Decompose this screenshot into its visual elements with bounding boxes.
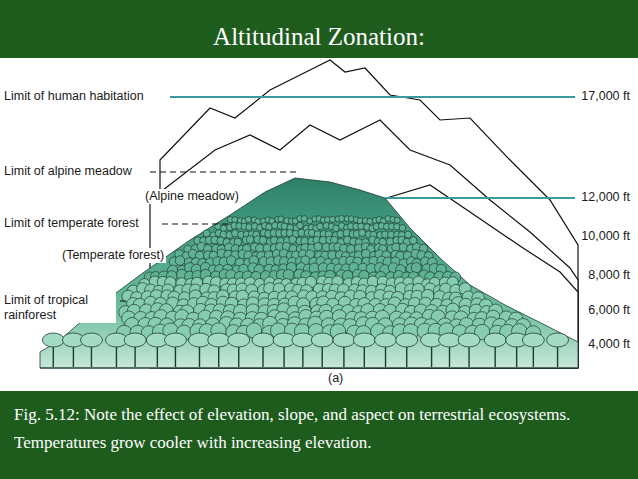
title-bar: Altitudinal Zonation:: [0, 0, 638, 58]
tree-trunk: [385, 344, 386, 367]
elevation-label: 8,000 ft: [586, 268, 632, 283]
limit-dash: [162, 224, 232, 225]
rainforest-crown: [124, 333, 146, 347]
rainforest-crown: [396, 333, 418, 347]
middle-ridge: [150, 120, 578, 368]
tree-trunk: [431, 344, 432, 367]
rainforest-crown: [42, 333, 64, 347]
tree-trunk: [468, 344, 469, 367]
tree-trunk: [321, 344, 322, 367]
rainforest-crown: [484, 333, 506, 347]
tree-crown: [339, 216, 345, 222]
slide-title: Altitudinal Zonation:: [0, 0, 638, 52]
tree-trunk: [262, 344, 263, 367]
tree-crown: [256, 244, 264, 252]
elevation-label: 12,000 ft: [579, 190, 632, 205]
caption-band: Fig. 5.12: Note the effect of elevation,…: [0, 391, 638, 479]
tree-trunk: [516, 344, 517, 367]
tree-trunk: [343, 344, 344, 367]
zone-label: (Temperate forest): [60, 248, 166, 263]
tree-crown: [226, 256, 236, 266]
tree-trunk: [116, 344, 117, 367]
tree-trunk: [134, 344, 135, 367]
tree-crown: [399, 225, 406, 232]
rainforest-crown: [292, 333, 314, 347]
elevation-label: 17,000 ft: [579, 89, 632, 104]
tree-crown: [317, 223, 324, 230]
tree-crown: [266, 224, 273, 231]
rainforest-crown: [188, 333, 210, 347]
tree-trunk: [406, 344, 407, 367]
tree-trunk: [364, 344, 365, 367]
limit-line: [170, 96, 575, 98]
figure-caption: Fig. 5.12: Note the effect of elevation,…: [0, 391, 638, 457]
ground-line: [40, 368, 578, 369]
limit-label: Limit of human habitation: [2, 89, 146, 104]
tree-crown: [175, 256, 185, 266]
tree-trunk: [157, 344, 158, 367]
tree-trunk: [283, 344, 284, 367]
rainforest-crown: [375, 333, 397, 347]
tree-crown: [259, 236, 267, 244]
tree-crown: [404, 231, 411, 238]
tree-trunk: [73, 344, 74, 367]
tree-crown: [232, 217, 238, 223]
tree-canopy: [40, 216, 578, 368]
tree-crown: [289, 236, 297, 244]
tree-trunk: [91, 344, 92, 367]
elevation-label: 6,000 ft: [586, 303, 632, 318]
tree-trunk: [494, 344, 495, 367]
limit-label: Limit of tropical rainforest: [2, 293, 116, 323]
rainforest-crown: [208, 333, 230, 347]
tree-trunk: [175, 344, 176, 367]
tree-trunk: [449, 344, 450, 367]
rainforest-crown: [80, 333, 102, 347]
forested-hill: [40, 178, 578, 368]
tree-trunk: [238, 344, 239, 367]
rainforest-crown: [228, 333, 250, 347]
tree-trunk: [533, 344, 534, 367]
tree-trunk: [199, 344, 200, 367]
rainforest-crown: [458, 333, 480, 347]
tree-crown: [301, 216, 307, 222]
front-ridge: [380, 185, 578, 368]
tree-crown: [297, 222, 304, 229]
rainforest-crown: [252, 333, 274, 347]
tree-crown: [203, 230, 210, 237]
tree-crown: [246, 236, 254, 244]
figure-letter: (a): [326, 371, 345, 386]
rainforest-crown: [311, 333, 333, 347]
rainforest-crown: [522, 333, 544, 347]
rainforest-crown: [164, 333, 186, 347]
limit-line: [386, 197, 575, 199]
zone-label: (Alpine meadow): [143, 189, 241, 204]
tree-crown: [278, 216, 284, 222]
tree-trunk: [557, 344, 558, 367]
tree-crown: [399, 243, 407, 251]
tree-crown: [358, 223, 365, 230]
rainforest-crown: [547, 333, 569, 347]
rainforest-crown: [353, 333, 375, 347]
tree-crown: [245, 217, 251, 223]
tree-crown: [411, 263, 421, 273]
tree-trunk: [218, 344, 219, 367]
elevation-label: 4,000 ft: [586, 337, 632, 352]
tree-crown: [329, 216, 335, 222]
limit-label: Limit of temperate forest: [2, 216, 141, 231]
rainforest-crown: [439, 333, 461, 347]
tree-crown: [359, 229, 366, 236]
tree-trunk: [302, 344, 303, 367]
elevation-label: 10,000 ft: [579, 229, 632, 244]
limit-label: Limit of alpine meadow: [2, 164, 134, 179]
limit-dash: [150, 172, 298, 173]
rainforest-crown: [333, 333, 355, 347]
tree-crown: [394, 217, 400, 223]
tree-trunk: [53, 344, 54, 367]
tree-crown: [281, 223, 288, 230]
tree-crown: [314, 243, 322, 251]
